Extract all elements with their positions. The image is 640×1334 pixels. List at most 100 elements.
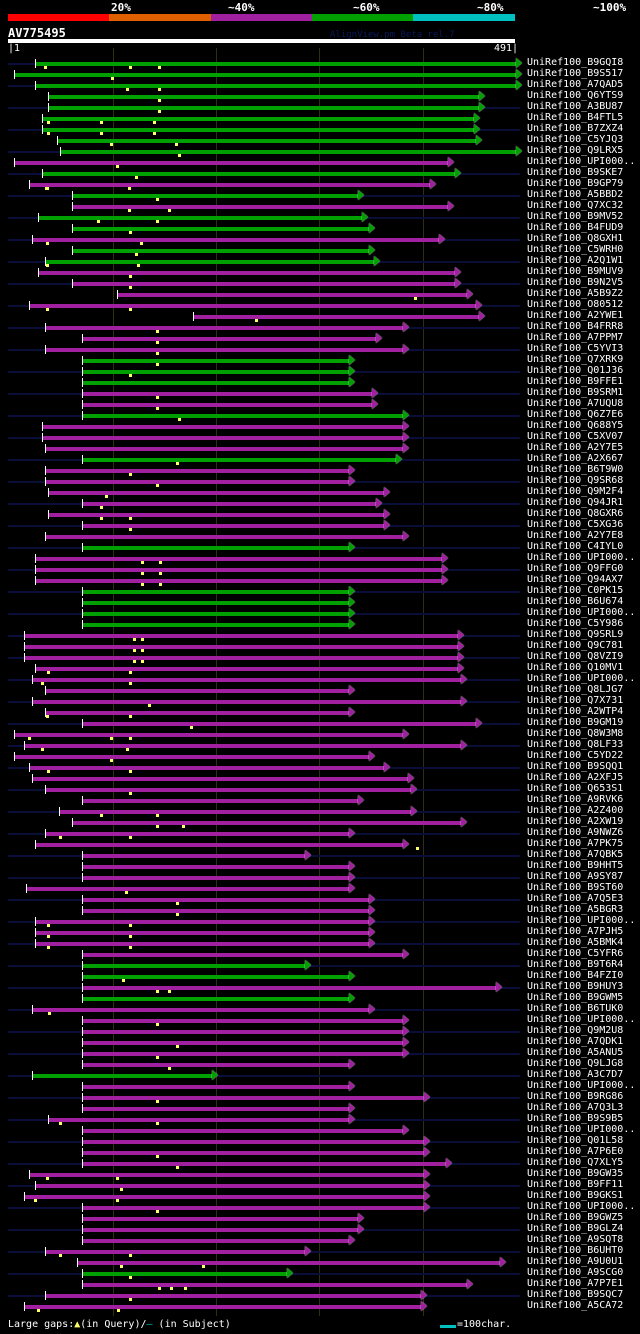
alignment-row[interactable]: UniRef100_A2Y7E5: [0, 442, 640, 454]
subject-label[interactable]: UniRef100_A9NWZ6: [527, 827, 624, 838]
alignment-row[interactable]: UniRef100_A2X667: [0, 453, 640, 465]
subject-label[interactable]: UniRef100_B9SQC7: [527, 1289, 624, 1300]
subject-label[interactable]: UniRef100_A7PJH5: [527, 926, 624, 937]
alignment-row[interactable]: UniRef100_A7PPM7: [0, 332, 640, 344]
subject-label[interactable]: UniRef100_Q9C781: [527, 640, 624, 651]
alignment-row[interactable]: UniRef100_B9GWM5: [0, 992, 640, 1004]
subject-label[interactable]: UniRef100_A7Q5E3: [527, 893, 624, 904]
alignment-row[interactable]: UniRef100_A9SQT8: [0, 1234, 640, 1246]
alignment-row[interactable]: UniRef100_B9GWZ5: [0, 1212, 640, 1224]
alignment-row[interactable]: UniRef100_A7PJH5: [0, 926, 640, 938]
alignment-bar[interactable]: [82, 1151, 425, 1155]
subject-label[interactable]: UniRef100_B9RG86: [527, 1091, 624, 1102]
alignment-bar[interactable]: [31, 1074, 212, 1078]
subject-label[interactable]: UniRef100_A2Q1W1: [527, 255, 624, 266]
alignment-bar[interactable]: [41, 172, 456, 176]
subject-label[interactable]: UniRef100_Q8GXH1: [527, 233, 624, 244]
alignment-bar[interactable]: [34, 931, 369, 935]
subject-label[interactable]: UniRef100_Q8GXR6: [527, 508, 624, 519]
alignment-row[interactable]: UniRef100_A5BGR3: [0, 904, 640, 916]
alignment-bar[interactable]: [37, 216, 363, 220]
subject-label[interactable]: UniRef100_UPI000..: [527, 156, 636, 167]
subject-label[interactable]: UniRef100_A2XFJ5: [527, 772, 624, 783]
alignment-bar[interactable]: [82, 381, 350, 385]
alignment-row[interactable]: UniRef100_A2Q1W1: [0, 255, 640, 267]
subject-label[interactable]: UniRef100_C4IYL0: [527, 541, 624, 552]
subject-label[interactable]: UniRef100_B9S9B5: [527, 1113, 624, 1124]
alignment-bar[interactable]: [82, 1085, 350, 1089]
subject-label[interactable]: UniRef100_C5YD22: [527, 750, 624, 761]
subject-label[interactable]: UniRef100_UPI000..: [527, 607, 636, 618]
alignment-bar[interactable]: [82, 1228, 359, 1232]
alignment-row[interactable]: UniRef100_B7ZXZ4: [0, 123, 640, 135]
subject-label[interactable]: UniRef100_C5YFR6: [527, 948, 624, 959]
subject-label[interactable]: UniRef100_UPI000..: [527, 1201, 636, 1212]
alignment-bar[interactable]: [59, 810, 411, 814]
subject-label[interactable]: UniRef100_C5XG36: [527, 519, 624, 530]
alignment-row[interactable]: UniRef100_UPI000..: [0, 915, 640, 927]
alignment-row[interactable]: UniRef100_UPI000..: [0, 1080, 640, 1092]
alignment-bar[interactable]: [82, 1206, 425, 1210]
subject-label[interactable]: UniRef100_A2Y7E8: [527, 530, 624, 541]
alignment-row[interactable]: UniRef100_Q8GXR6: [0, 508, 640, 520]
alignment-row[interactable]: UniRef100_B9SRM1: [0, 387, 640, 399]
alignment-row[interactable]: UniRef100_B6UHT0: [0, 1245, 640, 1257]
alignment-row[interactable]: UniRef100_B9S517: [0, 68, 640, 80]
alignment-bar[interactable]: [34, 557, 442, 561]
subject-label[interactable]: UniRef100_Q7XLY5: [527, 1157, 624, 1168]
subject-label[interactable]: UniRef100_B9GWZ5: [527, 1212, 624, 1223]
subject-label[interactable]: UniRef100_B9GLZ4: [527, 1223, 624, 1234]
subject-label[interactable]: UniRef100_A9RVK6: [527, 794, 624, 805]
alignment-row[interactable]: UniRef100_A2WTP4: [0, 706, 640, 718]
subject-label[interactable]: UniRef100_A2YWE1: [527, 310, 624, 321]
alignment-row[interactable]: UniRef100_Q6YTS9: [0, 90, 640, 102]
alignment-row[interactable]: UniRef100_C5Y986: [0, 618, 640, 630]
alignment-row[interactable]: UniRef100_A9RVK6: [0, 794, 640, 806]
alignment-row[interactable]: UniRef100_B9HUY3: [0, 981, 640, 993]
subject-label[interactable]: UniRef100_A5BGR3: [527, 904, 624, 915]
alignment-row[interactable]: UniRef100_Q9LJG8: [0, 1058, 640, 1070]
subject-label[interactable]: UniRef100_A9U0U1: [527, 1256, 624, 1267]
alignment-row[interactable]: UniRef100_B9HHT5: [0, 860, 640, 872]
subject-label[interactable]: UniRef100_Q653S1: [527, 783, 624, 794]
alignment-row[interactable]: UniRef100_Q9FFG0: [0, 563, 640, 575]
subject-label[interactable]: UniRef100_O80512: [527, 299, 624, 310]
alignment-bar[interactable]: [82, 458, 397, 462]
alignment-row[interactable]: UniRef100_Q9LRX5: [0, 145, 640, 157]
alignment-bar[interactable]: [82, 799, 359, 803]
alignment-bar[interactable]: [82, 1096, 425, 1100]
alignment-row[interactable]: UniRef100_A7QBK5: [0, 849, 640, 861]
alignment-row[interactable]: UniRef100_A2YWE1: [0, 310, 640, 322]
alignment-row[interactable]: UniRef100_A2XW19: [0, 816, 640, 828]
alignment-bar[interactable]: [117, 293, 467, 297]
alignment-bar[interactable]: [82, 722, 476, 726]
subject-label[interactable]: UniRef100_B6T9W0: [527, 464, 624, 475]
alignment-bar[interactable]: [45, 447, 403, 451]
alignment-row[interactable]: UniRef100_B9SKE7: [0, 167, 640, 179]
subject-label[interactable]: UniRef100_A3BU87: [527, 101, 624, 112]
alignment-bar[interactable]: [57, 139, 476, 143]
subject-label[interactable]: UniRef100_B9GP79: [527, 178, 624, 189]
alignment-row[interactable]: UniRef100_UPI000..: [0, 1014, 640, 1026]
alignment-row[interactable]: UniRef100_C5YFR6: [0, 948, 640, 960]
subject-label[interactable]: UniRef100_Q688Y5: [527, 420, 624, 431]
subject-label[interactable]: UniRef100_Q7XC32: [527, 200, 624, 211]
alignment-row[interactable]: UniRef100_A9NWZ6: [0, 827, 640, 839]
alignment-bar[interactable]: [82, 1162, 446, 1166]
alignment-bar[interactable]: [82, 502, 376, 506]
subject-label[interactable]: UniRef100_A2X667: [527, 453, 624, 464]
subject-label[interactable]: UniRef100_B9FF11: [527, 1179, 624, 1190]
alignment-bar[interactable]: [82, 986, 497, 990]
subject-label[interactable]: UniRef100_C5Y986: [527, 618, 624, 629]
subject-label[interactable]: UniRef100_B6UHT0: [527, 1245, 624, 1256]
alignment-row[interactable]: UniRef100_A5B9Z2: [0, 288, 640, 300]
alignment-bar[interactable]: [34, 568, 442, 572]
subject-label[interactable]: UniRef100_C5WRH0: [527, 244, 624, 255]
alignment-row[interactable]: UniRef100_Q94AX7: [0, 574, 640, 586]
alignment-bar[interactable]: [31, 238, 439, 242]
alignment-bar[interactable]: [71, 249, 369, 253]
alignment-row[interactable]: UniRef100_B4FRR8: [0, 321, 640, 333]
subject-label[interactable]: UniRef100_B6U674: [527, 596, 624, 607]
alignment-row[interactable]: UniRef100_A7PK75: [0, 838, 640, 850]
subject-label[interactable]: UniRef100_A9SY87: [527, 871, 624, 882]
